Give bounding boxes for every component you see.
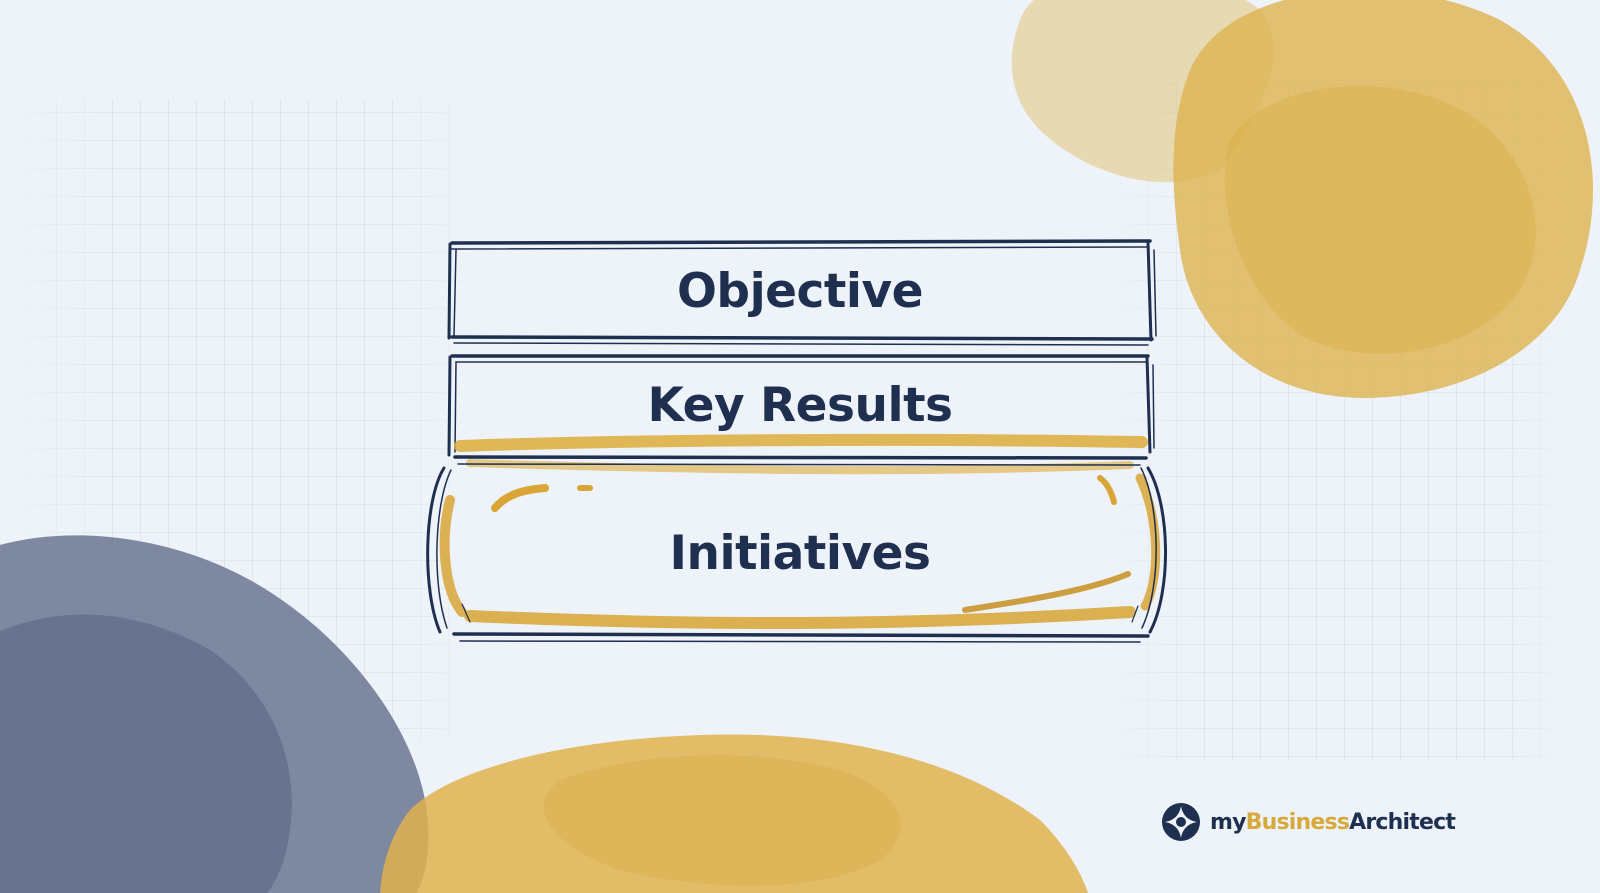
brand-suffix: Architect [1349, 809, 1456, 835]
objective-label: Objective [676, 264, 924, 319]
gold-blob-top-right [1011, 0, 1593, 399]
brand-logo-lockup[interactable]: myBusinessArchitect [1160, 800, 1456, 844]
brand-wordmark: myBusinessArchitect [1210, 809, 1456, 835]
gold-blob-bottom-center [380, 734, 1088, 893]
brand-accent: Business [1245, 809, 1350, 835]
key-results-box [447, 354, 1155, 457]
initiatives-highlight [439, 433, 1161, 630]
navy-blob-bottom-left [0, 535, 429, 893]
key-results-label: Key Results [647, 378, 953, 433]
objective-box [447, 239, 1157, 346]
brand-prefix: my [1210, 809, 1246, 835]
compass-star-icon [1162, 803, 1200, 841]
initiatives-box [426, 455, 1167, 643]
initiatives-label: Initiatives [669, 526, 931, 581]
